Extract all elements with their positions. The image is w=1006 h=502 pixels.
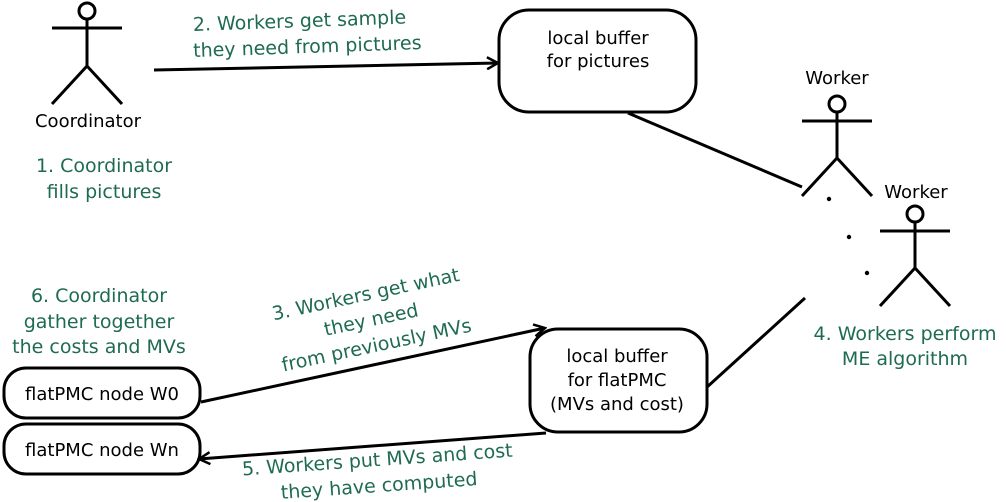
step6-line2: gather together — [24, 311, 175, 333]
pictures-buffer-box — [497, 8, 698, 114]
step2-line1: 2. Workers get sample — [192, 7, 406, 36]
worker2-label: Worker — [884, 182, 948, 203]
node-wn-box — [2, 422, 202, 476]
pictures-buffer-line1: local buffer — [547, 28, 649, 49]
flatpmc-buffer-line2: for flatPMC — [568, 370, 667, 391]
step2-annotation: 2. Workers get sample they need from pic… — [192, 7, 422, 62]
worker1-actor — [800, 94, 874, 198]
arrow-to-node-wn — [199, 431, 547, 459]
node-w0-label: flatPMC node W0 — [25, 384, 179, 405]
arrow-to-pictures-buffer — [153, 63, 498, 72]
pictures-buffer-line2: for pictures — [547, 51, 650, 72]
link-worker-to-flatpmc — [704, 296, 807, 390]
link-pictures-to-worker — [627, 111, 803, 189]
step1-line1: 1. Coordinator — [36, 155, 172, 177]
step2-line2: they need from pictures — [193, 32, 422, 62]
step6-line1: 6. Coordinator — [31, 285, 167, 307]
worker1-label: Worker — [805, 68, 869, 89]
flatpmc-buffer-box — [528, 327, 709, 434]
step3-annotation: 3. Workers get what they need from previ… — [270, 264, 473, 376]
node-w0-box — [2, 366, 202, 420]
node-wn-label: flatPMC node Wn — [25, 440, 179, 461]
coordinator-label: Coordinator — [35, 111, 142, 132]
step5-annotation: 5. Workers put MVs and cost they have co… — [241, 440, 513, 502]
arrow-to-flatpmc-buffer — [200, 328, 545, 404]
ellipsis-dots — [826, 196, 870, 276]
flatpmc-buffer-line1: local buffer — [566, 346, 668, 367]
step4-line1: 4. Workers perform — [814, 323, 997, 345]
step6-line3: the costs and MVs — [12, 336, 186, 358]
flatpmc-buffer-line3: (MVs and cost) — [550, 394, 684, 415]
coordinator-actor — [50, 1, 124, 106]
step1-line2: fills pictures — [47, 181, 162, 203]
worker2-actor — [878, 204, 952, 308]
step4-line2: ME algorithm — [842, 348, 968, 370]
